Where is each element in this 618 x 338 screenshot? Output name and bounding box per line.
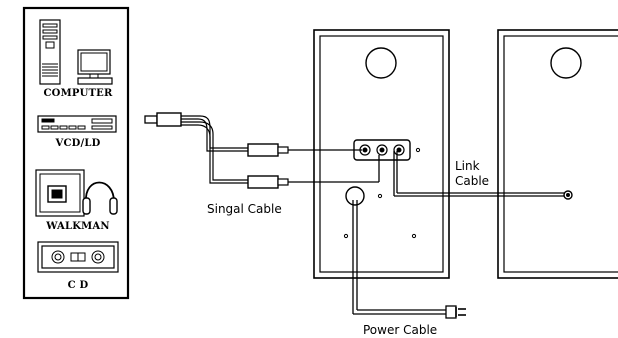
signal-cable-label: Singal Cable <box>207 202 282 216</box>
signal-cable <box>144 112 380 189</box>
cd-player-icon <box>37 241 119 273</box>
vcd-label: VCD/LD <box>55 138 101 149</box>
power-plug-icon <box>445 305 466 319</box>
walkman-icon <box>35 169 118 217</box>
secondary-speaker <box>497 29 618 279</box>
source-panel: COMPUTER VCD/LD WALKMAN <box>22 6 130 300</box>
power-cable <box>352 200 446 315</box>
vcd-player-icon <box>37 115 117 133</box>
computer-label: COMPUTER <box>44 88 113 99</box>
link-cable-label-line1: Link <box>455 159 480 173</box>
cd-label: C D <box>68 280 89 291</box>
main-speaker <box>313 29 450 279</box>
computer-icon <box>39 19 113 85</box>
walkman-label: WALKMAN <box>45 221 109 232</box>
link-cable <box>393 151 573 200</box>
power-cable-label: Power Cable <box>363 323 437 337</box>
link-cable-label-line2: Cable <box>455 174 489 188</box>
